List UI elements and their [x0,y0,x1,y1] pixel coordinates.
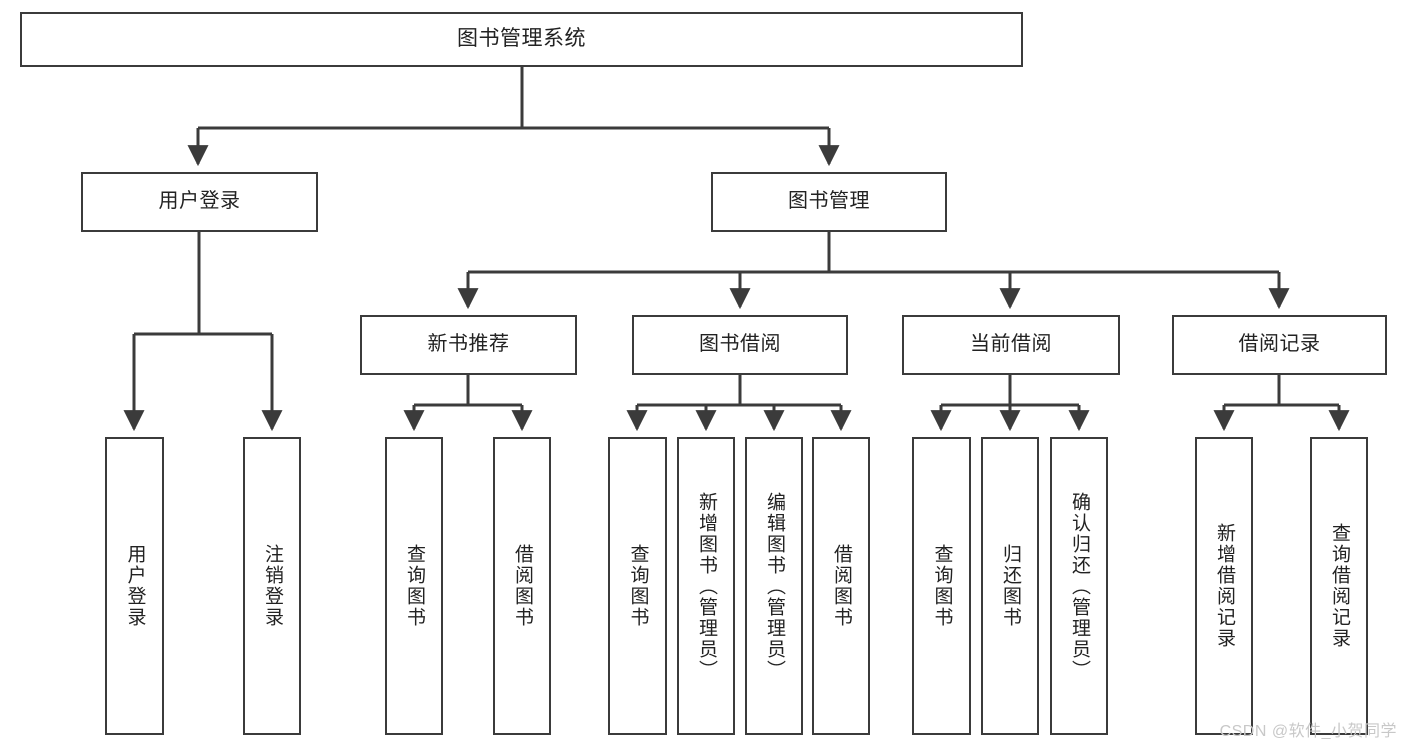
node-label: 查询图书 [403,544,425,628]
node-label: 图书管理系统 [457,27,586,51]
node-label: 图书管理 [788,190,870,213]
node-book-borrow[interactable]: 图书借阅 [632,315,848,375]
node-current-borrow[interactable]: 当前借阅 [902,315,1120,375]
node-label: 用户登录 [124,544,146,628]
leaf-borrow-book-recommend[interactable]: 借阅图书 [493,437,551,735]
leaf-query-book-recommend[interactable]: 查询图书 [385,437,443,735]
node-label: 当前借阅 [970,333,1052,356]
node-label: 新书推荐 [427,333,510,356]
node-label: 注销登录 [261,544,283,628]
node-label: 查询图书 [931,544,953,628]
node-label: 编辑图书（管理员） [763,491,785,681]
node-label: 用户登录 [158,190,241,213]
watermark: CSDN @软件_小贺同学 [1219,723,1397,740]
node-label: 新增图书（管理员） [695,491,717,681]
leaf-return-book[interactable]: 归还图书 [981,437,1039,735]
node-label: 借阅图书 [511,544,533,628]
node-label: 查询借阅记录 [1328,523,1350,649]
leaf-query-book-current[interactable]: 查询图书 [912,437,971,735]
leaf-add-book-admin[interactable]: 新增图书（管理员） [677,437,735,735]
node-root-system[interactable]: 图书管理系统 [20,12,1023,67]
node-new-book-recommend[interactable]: 新书推荐 [360,315,577,375]
leaf-confirm-return-admin[interactable]: 确认归还（管理员） [1050,437,1108,735]
node-label: 确认归还（管理员） [1068,491,1090,681]
node-label: 归还图书 [999,544,1021,628]
node-borrow-record[interactable]: 借阅记录 [1172,315,1387,375]
leaf-add-borrow-record[interactable]: 新增借阅记录 [1195,437,1253,735]
node-book-management[interactable]: 图书管理 [711,172,947,232]
leaf-user-login[interactable]: 用户登录 [105,437,164,735]
node-label: 借阅图书 [830,544,852,628]
node-label: 借阅记录 [1238,333,1321,356]
leaf-edit-book-admin[interactable]: 编辑图书（管理员） [745,437,803,735]
node-label: 新增借阅记录 [1213,523,1235,649]
leaf-borrow-book[interactable]: 借阅图书 [812,437,870,735]
leaf-query-book-borrow[interactable]: 查询图书 [608,437,667,735]
node-user-login[interactable]: 用户登录 [81,172,318,232]
node-label: 图书借阅 [699,333,781,356]
node-label: 查询图书 [627,544,649,628]
leaf-logout[interactable]: 注销登录 [243,437,301,735]
leaf-query-borrow-record[interactable]: 查询借阅记录 [1310,437,1368,735]
